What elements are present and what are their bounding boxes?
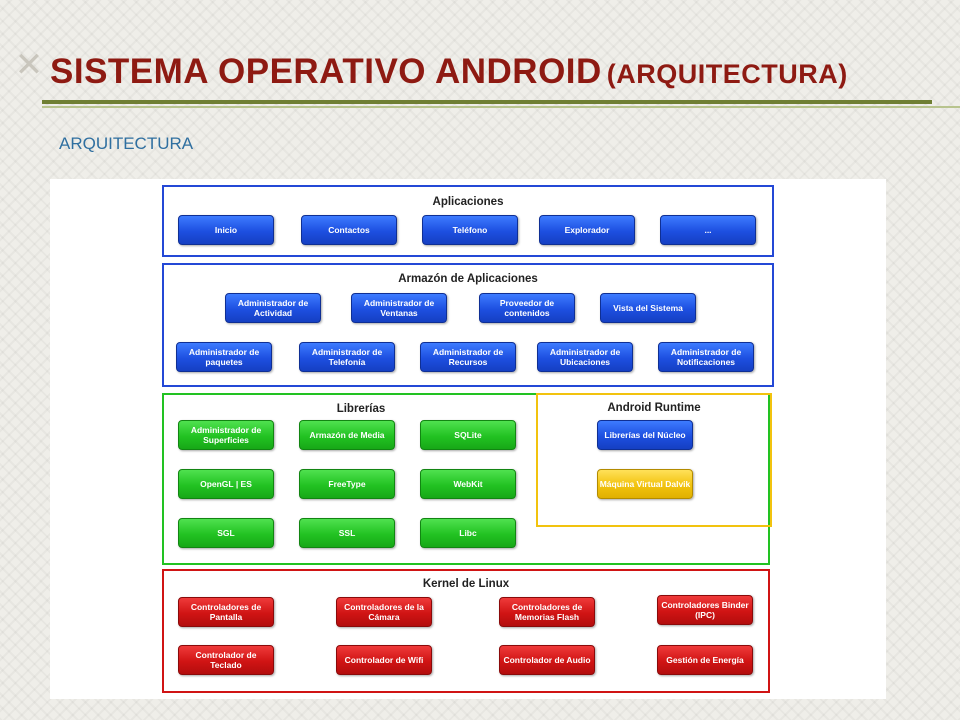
corner-decoration-icon: ✕ — [14, 46, 44, 84]
kernel-camera-driver: Controladores de la Cámara — [336, 597, 432, 627]
framework-content-provider: Proveedor de contenidos — [479, 293, 575, 323]
framework-activity-manager: Administrador de Actividad — [225, 293, 321, 323]
layer-linux-kernel: Kernel de Linux — [162, 569, 770, 693]
kernel-wifi-driver: Controlador de Wifi — [336, 645, 432, 675]
layer-android-runtime: Android Runtime — [536, 393, 772, 527]
app-telefono: Teléfono — [422, 215, 518, 245]
kernel-audio-driver: Controlador de Audio — [499, 645, 595, 675]
slide-title-main: SISTEMA OPERATIVO ANDROID — [50, 52, 602, 91]
kernel-binder-driver: Controladores Binder (IPC) — [657, 595, 753, 625]
lib-surface-manager: Administrador de Superficies — [178, 420, 274, 450]
architecture-diagram: Aplicaciones Inicio Contactos Teléfono E… — [50, 179, 886, 699]
app-contactos: Contactos — [301, 215, 397, 245]
layer-libraries-title: Librerías — [336, 403, 386, 415]
runtime-core-libraries: Librerías del Núcleo — [597, 420, 693, 450]
framework-view-system: Vista del Sistema — [600, 293, 696, 323]
lib-webkit: WebKit — [420, 469, 516, 499]
slide-title-sub: (ARQUITECTURA) — [606, 59, 848, 89]
lib-sqlite: SQLite — [420, 420, 516, 450]
layer-android-runtime-title: Android Runtime — [607, 402, 701, 414]
layer-framework: Armazón de Aplicaciones — [162, 263, 774, 387]
title-rule-light — [42, 106, 960, 108]
lib-freetype: FreeType — [299, 469, 395, 499]
lib-ssl: SSL — [299, 518, 395, 548]
layer-applications-title: Aplicaciones — [432, 196, 504, 208]
slide-title: SISTEMA OPERATIVO ANDROID (ARQUITECTURA) — [50, 50, 848, 94]
layer-applications: Aplicaciones — [162, 185, 774, 257]
lib-libc: Libc — [420, 518, 516, 548]
framework-window-manager: Administrador de Ventanas — [351, 293, 447, 323]
app-inicio: Inicio — [178, 215, 274, 245]
kernel-power-management: Gestión de Energía — [657, 645, 753, 675]
framework-resource-manager: Administrador de Recursos — [420, 342, 516, 372]
layer-libraries: Librerías — [162, 393, 770, 565]
kernel-keypad-driver: Controlador de Teclado — [178, 645, 274, 675]
layer-framework-title: Armazón de Aplicaciones — [398, 273, 538, 285]
framework-package-manager: Administrador de paquetes — [176, 342, 272, 372]
kernel-display-driver: Controladores de Pantalla — [178, 597, 274, 627]
slide-subtitle: ARQUITECTURA — [59, 134, 194, 153]
layer-linux-kernel-title: Kernel de Linux — [422, 578, 510, 590]
app-more: ... — [660, 215, 756, 245]
lib-sgl: SGL — [178, 518, 274, 548]
lib-media-framework: Armazón de Media — [299, 420, 395, 450]
framework-location-manager: Administrador de Ubicaciones — [537, 342, 633, 372]
kernel-flash-memory-driver: Controladores de Memorias Flash — [499, 597, 595, 627]
framework-telephony-manager: Administrador de Telefonía — [299, 342, 395, 372]
title-rule-dark — [42, 100, 932, 104]
app-explorador: Explorador — [539, 215, 635, 245]
lib-opengl-es: OpenGL | ES — [178, 469, 274, 499]
runtime-dalvik-vm: Máquina Virtual Dalvik — [597, 469, 693, 499]
framework-notification-manager: Administrador de Notificaciones — [658, 342, 754, 372]
